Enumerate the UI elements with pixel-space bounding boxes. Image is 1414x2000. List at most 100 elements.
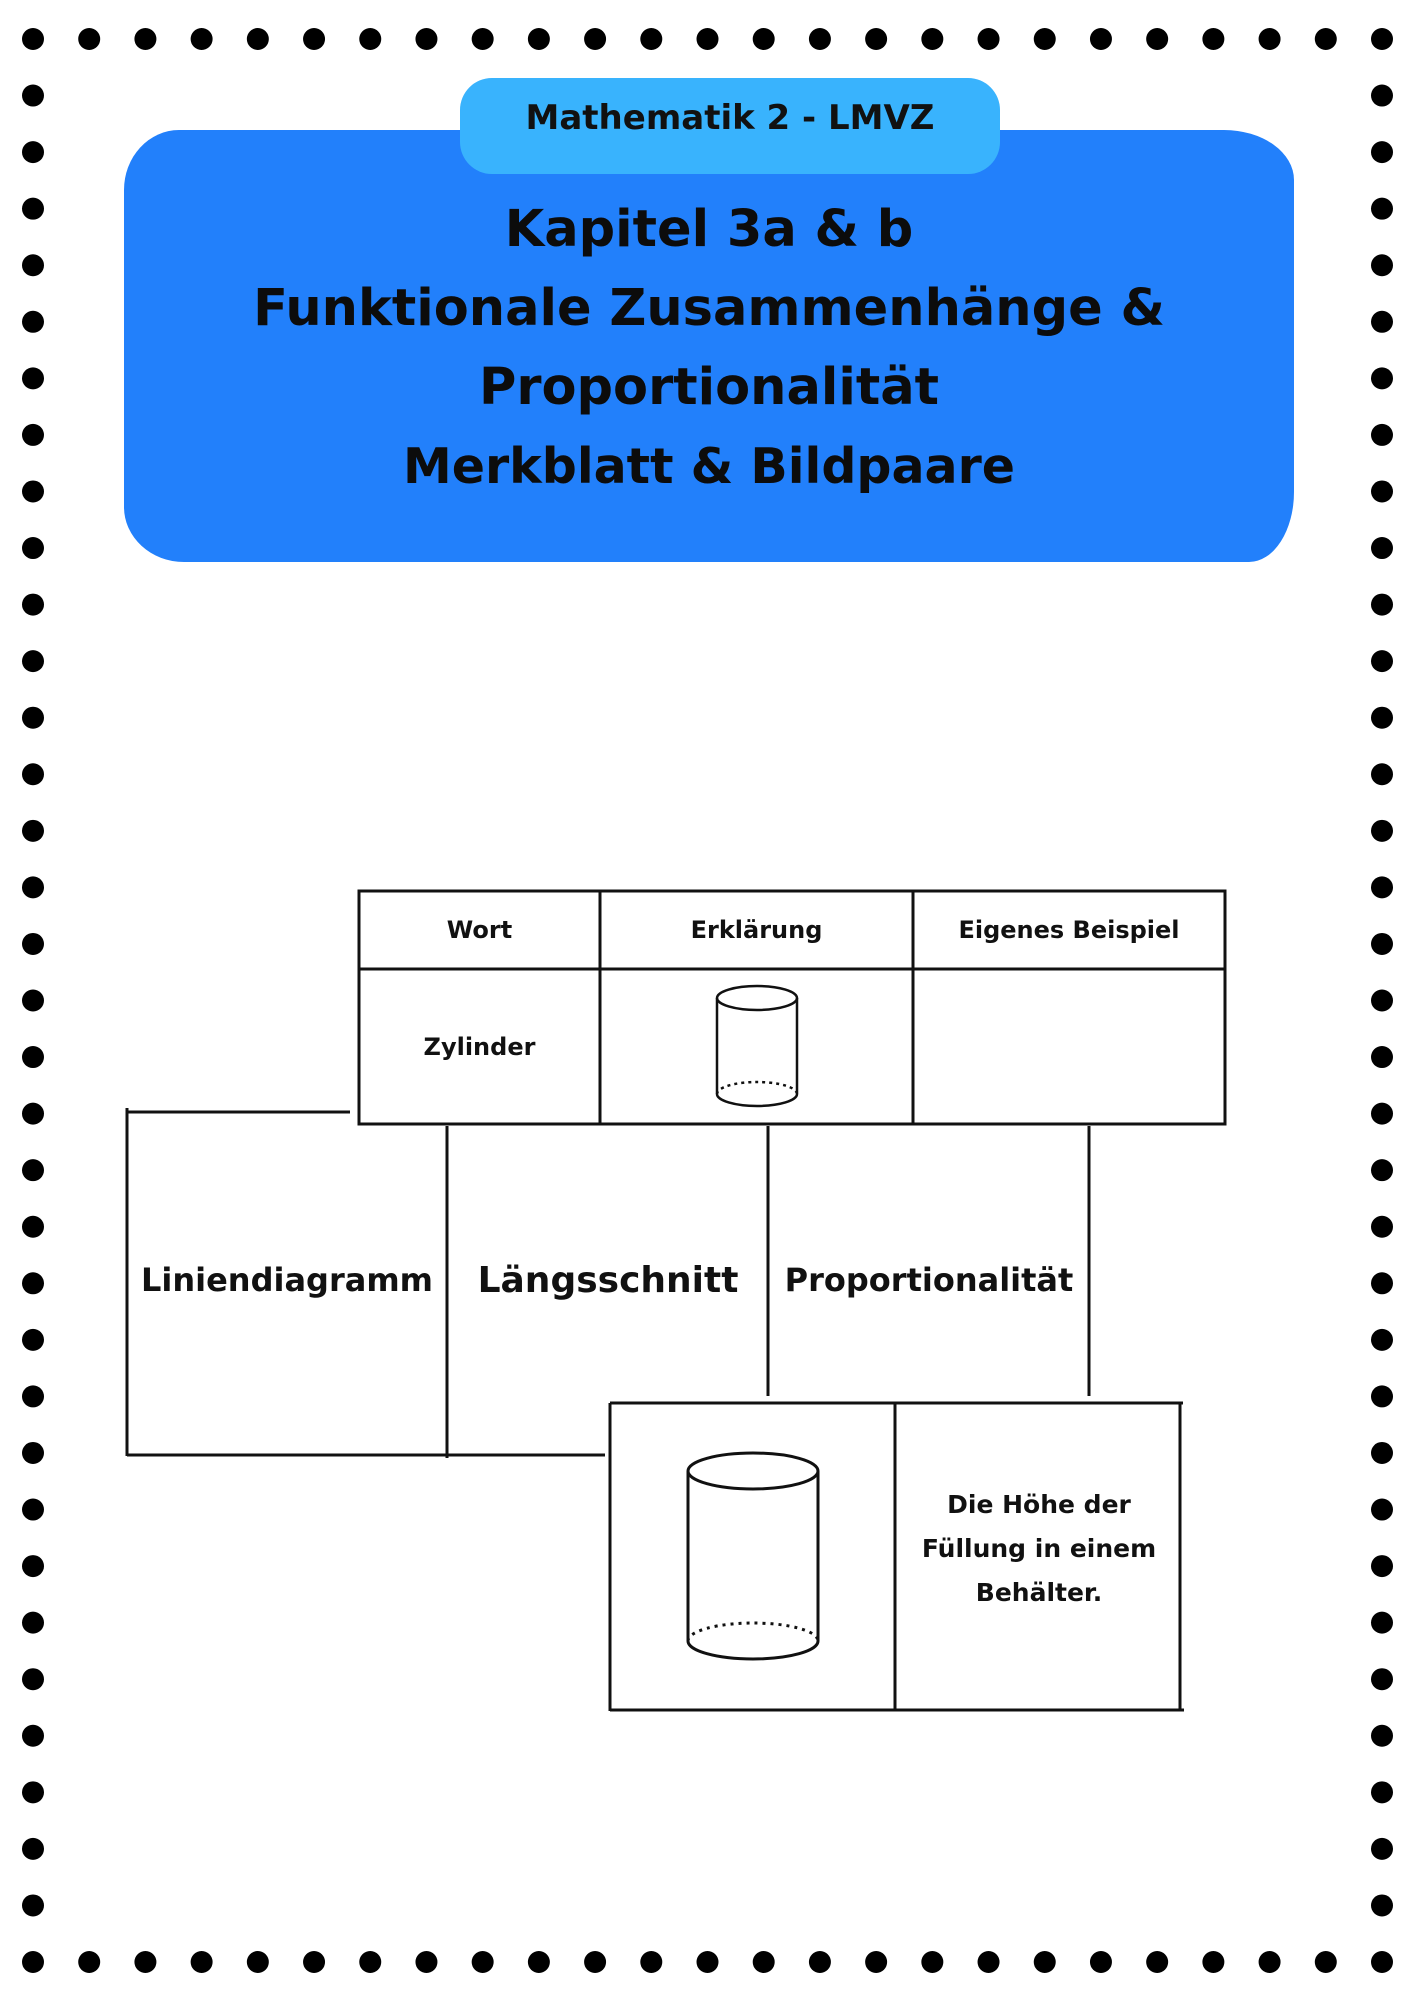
border-dot xyxy=(22,1498,44,1521)
border-dot xyxy=(246,1951,269,1973)
border-dot xyxy=(1371,1215,1393,1238)
border-dot xyxy=(190,28,213,50)
chapter-title: Kapitel 3a & b xyxy=(504,200,914,259)
cylinder-icon xyxy=(715,984,798,1107)
border-dot xyxy=(1371,1951,1393,1973)
border-dot xyxy=(22,650,44,673)
border-dot xyxy=(808,1951,831,1973)
border-dot xyxy=(977,1951,1000,1973)
border-dot xyxy=(1371,84,1393,107)
border-dot xyxy=(22,1046,44,1069)
border-dot xyxy=(1371,423,1393,446)
border-dot xyxy=(471,28,494,50)
border-dot xyxy=(1371,1159,1393,1182)
border-dot xyxy=(22,141,44,164)
border-dot xyxy=(1371,480,1393,503)
border-dot xyxy=(22,423,44,446)
border-dot xyxy=(1202,28,1225,50)
border-dot xyxy=(1371,1668,1393,1691)
border-dot xyxy=(1146,1951,1169,1973)
table-cell-explanation xyxy=(600,969,913,1124)
border-dot xyxy=(1371,1328,1393,1351)
border-dot xyxy=(22,1272,44,1295)
worksheet-subtitle: Merkblatt & Bildpaare xyxy=(403,438,1015,495)
border-dot xyxy=(1371,706,1393,729)
border-dot xyxy=(22,1894,44,1917)
title-banner xyxy=(124,130,1294,562)
border-dot xyxy=(359,28,382,50)
border-dot xyxy=(22,1668,44,1691)
border-dot xyxy=(1371,197,1393,220)
border-dot xyxy=(977,28,1000,50)
border-dot xyxy=(865,28,888,50)
border-dot xyxy=(1371,876,1393,899)
border-dot xyxy=(1371,1611,1393,1634)
border-dot xyxy=(527,28,550,50)
border-dot xyxy=(1371,1555,1393,1578)
border-dot xyxy=(1371,650,1393,673)
topic-title-continued: Proportionalität xyxy=(478,358,940,417)
border-dot xyxy=(1146,28,1169,50)
border-dot xyxy=(1371,1441,1393,1464)
border-dot xyxy=(1033,1951,1056,1973)
border-dot xyxy=(22,1611,44,1634)
border-dot xyxy=(22,1781,44,1804)
word-card-proportionality: Proportionalität xyxy=(784,1261,1074,1299)
border-dot xyxy=(22,706,44,729)
border-dot xyxy=(1371,1046,1393,1069)
border-dot xyxy=(22,480,44,503)
topic-title: Funktionale Zusammenhänge & xyxy=(253,279,1165,338)
border-dot xyxy=(921,28,944,50)
border-dot xyxy=(134,28,157,50)
pair-card-text: Die Höhe der Füllung in einem Behälter. xyxy=(921,1489,1157,1607)
border-dot xyxy=(22,876,44,899)
border-dot xyxy=(752,1951,775,1973)
border-dot xyxy=(1371,1498,1393,1521)
border-dot xyxy=(22,367,44,390)
border-dot xyxy=(1202,1951,1225,1973)
border-dot xyxy=(22,1102,44,1125)
border-dot xyxy=(22,197,44,220)
word-card-line-chart: Liniendiagramm xyxy=(140,1261,434,1299)
subject-tab: Mathematik 2 - LMVZ xyxy=(460,78,1000,174)
border-dot xyxy=(1371,989,1393,1012)
border-dot xyxy=(22,763,44,786)
border-dot xyxy=(22,1951,44,1973)
subject-label: Mathematik 2 - LMVZ xyxy=(525,98,935,138)
border-dot xyxy=(22,1159,44,1182)
border-dot xyxy=(22,254,44,277)
border-dot xyxy=(1371,1724,1393,1747)
border-dot xyxy=(1033,28,1056,50)
border-dot xyxy=(471,1951,494,1973)
pair-card-image xyxy=(610,1403,895,1710)
border-dot xyxy=(22,1441,44,1464)
border-dot xyxy=(1371,537,1393,560)
border-dot xyxy=(584,28,607,50)
border-dot xyxy=(415,1951,438,1973)
border-dot xyxy=(696,1951,719,1973)
border-dot xyxy=(1371,932,1393,955)
border-dot xyxy=(921,1951,944,1973)
border-dot xyxy=(1314,28,1337,50)
table-cell-word: Zylinder xyxy=(423,1032,536,1061)
border-dot xyxy=(1258,1951,1281,1973)
border-dot xyxy=(1371,819,1393,842)
border-dot xyxy=(78,1951,101,1973)
table-header-explanation: Erklärung xyxy=(690,916,823,944)
border-dot xyxy=(22,1837,44,1860)
border-dot xyxy=(808,28,831,50)
border-dot xyxy=(246,28,269,50)
border-dot xyxy=(359,1951,382,1973)
border-dot xyxy=(22,537,44,560)
border-dot xyxy=(1089,1951,1112,1973)
table-header-word: Wort xyxy=(446,916,513,944)
border-dot xyxy=(22,1328,44,1351)
banner-titles: Kapitel 3a & b Funktionale Zusammenhänge… xyxy=(124,190,1294,506)
border-dot xyxy=(303,28,326,50)
border-dot xyxy=(1371,1781,1393,1804)
border-dot xyxy=(640,28,663,50)
border-dot xyxy=(22,819,44,842)
border-dot xyxy=(22,1555,44,1578)
